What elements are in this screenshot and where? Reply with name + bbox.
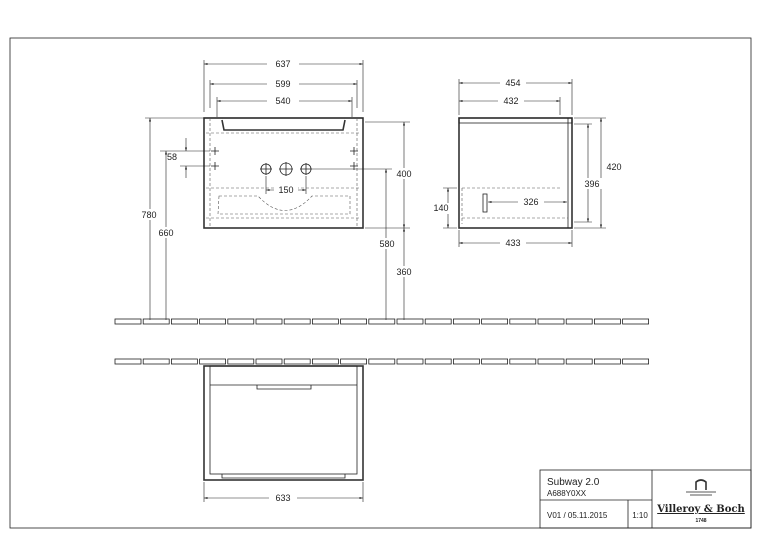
brand-year: 1748 <box>695 518 706 524</box>
mounting-hole-markers <box>211 147 358 176</box>
dim-637: 637 <box>275 59 290 69</box>
tile <box>481 358 509 365</box>
front-dimensions <box>145 60 410 320</box>
tile <box>227 358 255 365</box>
tile <box>622 318 649 325</box>
tile <box>142 318 170 325</box>
tile <box>368 318 396 325</box>
tile <box>255 318 283 325</box>
tile <box>311 358 339 365</box>
product-name: Subway 2.0 <box>547 477 600 488</box>
dim-396: 396 <box>584 179 599 189</box>
version-date: V01 / 05.11.2015 <box>547 511 608 520</box>
tile <box>199 318 227 325</box>
dim-599: 599 <box>275 79 290 89</box>
dim-433: 433 <box>505 238 520 248</box>
tile <box>170 318 198 325</box>
dim-454: 454 <box>505 78 520 88</box>
plan-view <box>203 365 364 481</box>
tile <box>594 358 621 365</box>
dim-400: 400 <box>396 169 411 179</box>
tile <box>509 358 537 365</box>
tile <box>170 358 198 365</box>
tile <box>142 358 170 365</box>
dim-420: 420 <box>606 162 621 172</box>
tile <box>311 318 339 325</box>
tile <box>283 318 311 325</box>
dim-150: 150 <box>278 185 293 195</box>
dim-140: 140 <box>433 203 448 213</box>
dim-540: 540 <box>275 96 290 106</box>
article-number: A688Y0XX <box>547 489 587 498</box>
wall-line-plan <box>114 358 649 365</box>
tile <box>340 318 368 325</box>
tile <box>227 318 255 325</box>
front-view <box>203 117 364 229</box>
title-block: Subway 2.0 A688Y0XX V01 / 05.11.2015 1:1… <box>539 469 752 529</box>
drawing-border <box>9 37 752 529</box>
tile <box>368 358 396 365</box>
tile <box>424 358 452 365</box>
tile <box>481 318 509 325</box>
dim-432: 432 <box>503 96 518 106</box>
brand-name: Villeroy & Boch <box>656 504 745 515</box>
tile <box>283 358 311 365</box>
side-view <box>458 117 573 229</box>
tile <box>114 358 142 365</box>
tile <box>396 358 424 365</box>
dim-360: 360 <box>396 267 411 277</box>
tile <box>537 318 565 325</box>
tile <box>340 358 368 365</box>
tile <box>452 318 480 325</box>
dim-660: 660 <box>158 228 173 238</box>
tile <box>114 318 142 325</box>
tile <box>396 318 424 325</box>
scale: 1:10 <box>632 511 648 520</box>
tile <box>424 318 452 325</box>
dim-780: 780 <box>141 210 156 220</box>
villeroy-boch-logo: Villeroy & Boch 1748 <box>656 479 746 524</box>
dim-580: 580 <box>379 239 394 249</box>
floor-line-elevation <box>114 318 649 325</box>
tile <box>509 318 537 325</box>
tile <box>622 358 649 365</box>
tile <box>255 358 283 365</box>
tile <box>537 358 565 365</box>
tile <box>199 358 227 365</box>
tile <box>565 318 593 325</box>
dim-633: 633 <box>275 493 290 503</box>
tile <box>594 318 621 325</box>
dim-326: 326 <box>523 197 538 207</box>
tile <box>452 358 480 365</box>
tile <box>565 358 593 365</box>
dim-58: 58 <box>167 152 177 162</box>
side-dimensions <box>443 79 606 247</box>
